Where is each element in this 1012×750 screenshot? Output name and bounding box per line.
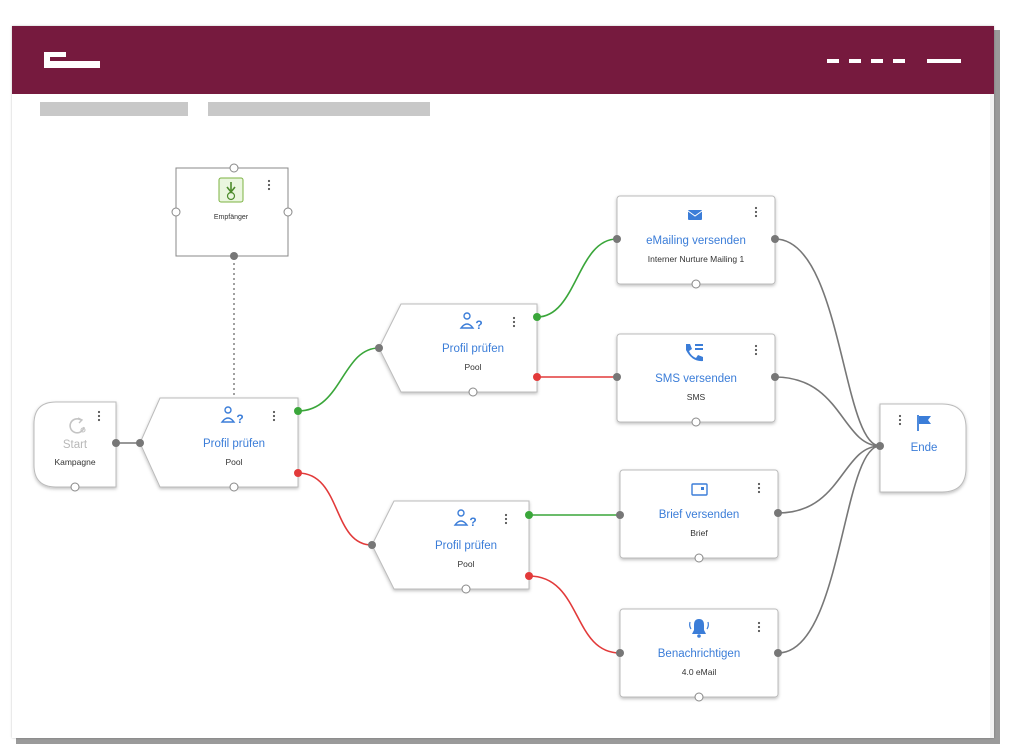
email-title: eMailing versenden — [646, 235, 746, 247]
envelope-icon — [687, 210, 703, 220]
svg-text:?: ? — [475, 318, 482, 332]
breadcrumb-placeholder-2 — [208, 102, 430, 116]
port-letter-in[interactable] — [616, 511, 624, 519]
node-check-main[interactable]: ? Profil prüfen Pool — [136, 397, 302, 492]
port-sms-out[interactable] — [771, 373, 779, 381]
port-check-main-yes[interactable] — [294, 407, 302, 415]
letter-menu-icon[interactable] — [757, 482, 761, 494]
end-menu-icon[interactable] — [898, 414, 902, 426]
port-email-in[interactable] — [613, 235, 621, 243]
start-title: Start — [63, 439, 88, 451]
port-notify-out[interactable] — [774, 649, 782, 657]
node-email[interactable]: eMailing versenden Interner Nurture Mail… — [613, 195, 779, 289]
port-check-bottom-no[interactable] — [525, 572, 533, 580]
svg-text:?: ? — [236, 412, 243, 426]
email-subtitle: Interner Nurture Mailing 1 — [648, 254, 745, 264]
node-recipients[interactable]: Empfänger — [171, 163, 293, 260]
link-letter-end — [777, 445, 881, 514]
start-menu-icon[interactable] — [97, 410, 101, 422]
port-notify-bottom[interactable] — [694, 692, 704, 702]
check-main-subtitle: Pool — [225, 457, 242, 467]
link-email-end — [774, 238, 881, 447]
link-main-yes — [297, 347, 380, 412]
workflow-canvas[interactable]: Empfänger Start Kampagne — [12, 26, 994, 738]
connectors — [116, 238, 881, 654]
port-check-top-bottom[interactable] — [468, 387, 478, 397]
check-main-title: Profil prüfen — [203, 438, 265, 450]
port-sms-in[interactable] — [613, 373, 621, 381]
link-bottom-no — [528, 575, 621, 654]
port-start-out[interactable] — [112, 439, 120, 447]
port-recipients-right[interactable] — [283, 207, 293, 217]
top-bar — [12, 26, 994, 94]
breadcrumb-placeholder-1 — [40, 102, 188, 116]
check-top-menu-icon[interactable] — [512, 316, 516, 328]
check-top-title: Profil prüfen — [442, 343, 504, 355]
sms-subtitle: SMS — [687, 392, 706, 402]
end-title: Ende — [911, 442, 938, 454]
recipients-title: Empfänger — [214, 214, 249, 221]
node-check-top[interactable]: ? Profil prüfen Pool — [375, 303, 541, 397]
node-letter[interactable]: Brief versenden Brief — [616, 469, 782, 563]
sms-title: SMS versenden — [655, 373, 737, 385]
port-check-top-no[interactable] — [533, 373, 541, 381]
port-email-out[interactable] — [771, 235, 779, 243]
port-email-bottom[interactable] — [691, 279, 701, 289]
port-check-main-bottom[interactable] — [229, 482, 239, 492]
menu-dashes-icon[interactable] — [827, 59, 967, 65]
letter-icon — [691, 483, 708, 496]
check-top-subtitle: Pool — [464, 362, 481, 372]
port-recipients-left[interactable] — [171, 207, 181, 217]
check-bottom-title: Profil prüfen — [435, 540, 497, 552]
port-start-bottom[interactable] — [70, 482, 80, 492]
flag-icon — [917, 415, 931, 431]
notify-menu-icon[interactable] — [757, 621, 761, 633]
port-end-in[interactable] — [876, 442, 884, 450]
check-bottom-subtitle: Pool — [457, 559, 474, 569]
recipients-menu-icon[interactable] — [267, 179, 271, 191]
letter-title: Brief versenden — [659, 509, 740, 521]
port-check-top-in[interactable] — [375, 344, 383, 352]
profile-question-icon: ? — [459, 312, 483, 332]
port-check-bottom-bottom[interactable] — [461, 584, 471, 594]
canvas-scroll-edge — [990, 94, 994, 738]
port-recipients-top[interactable] — [229, 163, 239, 173]
svg-text:?: ? — [469, 515, 476, 529]
port-letter-bottom[interactable] — [694, 553, 704, 563]
port-check-bottom-in[interactable] — [368, 541, 376, 549]
restart-icon — [69, 417, 86, 434]
port-sms-bottom[interactable] — [691, 417, 701, 427]
logo-icon[interactable] — [40, 46, 108, 74]
link-notify-end — [777, 445, 881, 654]
profile-question-icon: ? — [453, 509, 477, 529]
profile-question-icon: ? — [220, 406, 244, 426]
check-bottom-menu-icon[interactable] — [504, 513, 508, 525]
link-top-yes — [536, 238, 618, 318]
node-start[interactable]: Start Kampagne — [33, 401, 120, 492]
phone-icon — [686, 344, 703, 362]
node-check-bottom[interactable]: ? Profil prüfen Pool — [368, 500, 533, 594]
check-main-menu-icon[interactable] — [272, 410, 276, 422]
port-check-top-yes[interactable] — [533, 313, 541, 321]
letter-subtitle: Brief — [690, 528, 708, 538]
port-recipients-bottom[interactable] — [230, 252, 238, 260]
notify-title: Benachrichtigen — [658, 648, 740, 660]
app-window: Empfänger Start Kampagne — [12, 26, 994, 738]
port-check-bottom-yes[interactable] — [525, 511, 533, 519]
port-notify-in[interactable] — [616, 649, 624, 657]
node-end[interactable]: Ende — [876, 403, 967, 493]
start-subtitle: Kampagne — [54, 457, 95, 467]
node-notify[interactable]: Benachrichtigen 4.0 eMail — [616, 608, 782, 702]
bell-icon — [689, 619, 709, 638]
link-sms-end — [774, 376, 881, 447]
port-check-main-no[interactable] — [294, 469, 302, 477]
link-main-no — [297, 472, 373, 546]
notify-subtitle: 4.0 eMail — [682, 667, 717, 677]
port-letter-out[interactable] — [774, 509, 782, 517]
port-check-main-in[interactable] — [136, 439, 144, 447]
sms-menu-icon[interactable] — [754, 344, 758, 356]
email-menu-icon[interactable] — [754, 206, 758, 218]
node-sms[interactable]: SMS versenden SMS — [613, 333, 779, 427]
